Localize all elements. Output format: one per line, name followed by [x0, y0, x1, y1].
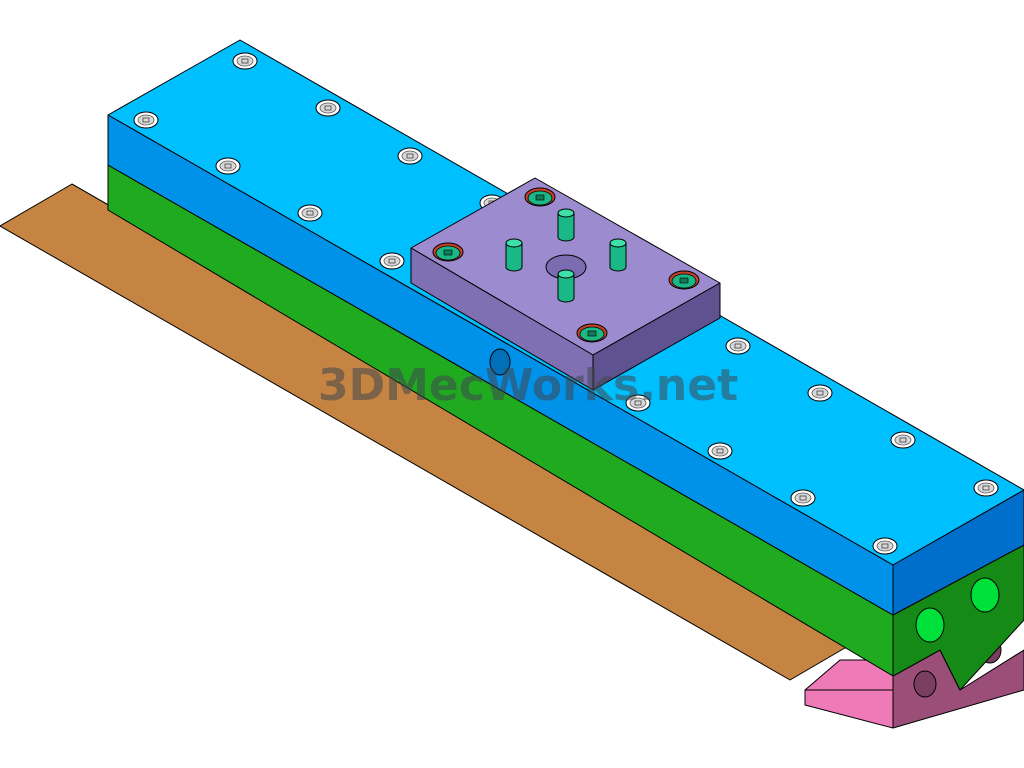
screw-head: [890, 431, 916, 449]
screw-head: [973, 479, 999, 497]
carriage-plate-end: [592, 282, 721, 391]
screw-head: [790, 489, 816, 507]
screw-head: [397, 147, 423, 165]
slide-body-end: [892, 489, 1024, 616]
screw-head: [625, 394, 651, 412]
rail-port-right: [970, 577, 1000, 613]
screw-head: [379, 252, 405, 270]
screw-head: [725, 337, 751, 355]
screw-head: [232, 52, 258, 70]
carriage-screw: [576, 323, 608, 343]
base-block-side: [804, 689, 894, 729]
carriage-screw: [668, 270, 700, 290]
side-tapped-hole: [489, 348, 511, 376]
screw-head: [872, 537, 898, 555]
socket-head-screws: [133, 52, 999, 555]
screw-head: [707, 442, 733, 460]
locating-pin: [557, 269, 575, 303]
carriage-screw: [432, 242, 464, 262]
locating-pin: [557, 208, 575, 242]
base-port-left: [913, 670, 937, 698]
sheet-edge: [71, 183, 111, 207]
watermark-text: 3DMecWorks.net: [318, 360, 738, 411]
screw-head: [807, 384, 833, 402]
screw-head: [133, 111, 159, 129]
locating-pin: [505, 238, 523, 272]
rail-port-left: [915, 607, 945, 643]
screw-head: [215, 157, 241, 175]
screw-head: [315, 99, 341, 117]
carriage-screws: [432, 187, 700, 343]
locating-pin: [609, 238, 627, 272]
carriage-screw: [524, 187, 556, 207]
screw-head: [297, 204, 323, 222]
locating-pins: [505, 208, 627, 303]
